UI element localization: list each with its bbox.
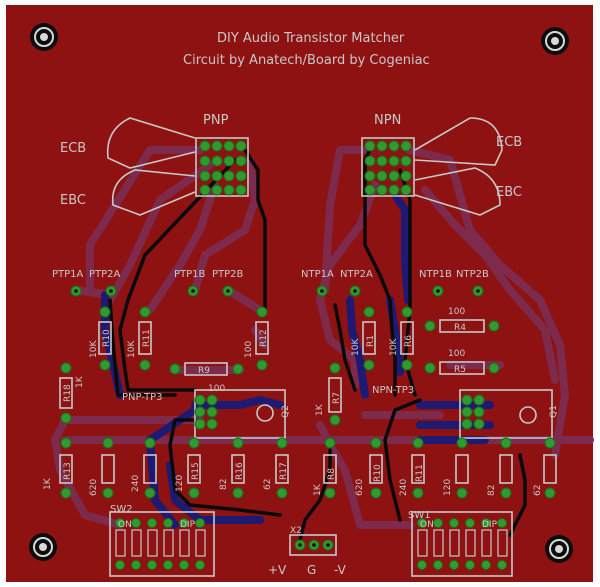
tp-ntp2b: NTP2B (456, 269, 489, 280)
pnp-r16-label: R16 (235, 462, 245, 480)
tp-ptp2b: PTP2B (212, 269, 244, 280)
label-vplus: +V (268, 563, 287, 577)
pads (60, 140, 556, 570)
pnp-1k-b: 1K (43, 477, 53, 490)
npn-r11-label: R11 (415, 464, 425, 482)
tp-ptp1b: PTP1B (174, 269, 206, 280)
mounting-hole-bottom-right (545, 535, 573, 563)
pnp-r12-label: R12 (259, 329, 269, 347)
label-q1: Q1 (549, 405, 559, 418)
npn-10k-a: 10K (351, 338, 361, 356)
pnp-r18-label: R18 (63, 384, 73, 402)
npn-r6-label: R6 (404, 335, 414, 347)
pnp-ecb: ECB (60, 141, 86, 156)
resistor-bodies-vertical (59, 321, 557, 484)
section-pnp: PNP (203, 113, 229, 128)
tp-ptp2a: PTP2A (89, 269, 121, 280)
label-vminus: -V (334, 563, 347, 577)
mounting-hole-top-right (541, 27, 569, 55)
silkscreen-rotated-text: 10K 10K 100 R10 R11 R12 1K R18 1K 620 24… (43, 329, 559, 496)
tp-ptp1a: PTP1A (52, 269, 84, 280)
pnp-620: 620 (89, 479, 99, 496)
label-on-right: ON (420, 520, 434, 530)
npn-socket-pads (364, 140, 412, 196)
board-title: DIY Audio Transistor Matcher (217, 31, 405, 46)
pnp-r11-label: R11 (142, 329, 152, 347)
pnp-240: 240 (131, 475, 141, 492)
pnp-120: 120 (175, 475, 185, 492)
tp-ntp1b: NTP1B (419, 269, 452, 280)
npn-120: 120 (443, 479, 453, 496)
label-pnp-tp3: PNP-TP3 (122, 392, 163, 403)
section-npn: NPN (374, 113, 401, 128)
silkscreen-outlines (106, 117, 553, 577)
npn-r-value-100-a: 100 (448, 307, 465, 317)
pnp-62: 62 (263, 479, 273, 490)
board-subtitle: Circuit by Anatech/Board by Cogeniac (183, 53, 430, 68)
pnp-1k-a: 1K (75, 375, 85, 388)
tp-ntp1a: NTP1A (301, 269, 334, 280)
label-gnd: G (307, 563, 316, 577)
pnp-r17-label: R17 (279, 462, 289, 480)
npn-ebc: EBC (496, 185, 522, 200)
npn-82: 82 (487, 485, 497, 496)
npn-620: 620 (355, 479, 365, 496)
label-sw2: SW2 (110, 504, 133, 515)
label-npn-tp3: NPN-TP3 (372, 385, 414, 396)
sw1-pads (417, 518, 507, 570)
npn-240: 240 (399, 479, 409, 496)
resistor-bodies-horizontal (184, 319, 485, 376)
npn-62: 62 (533, 485, 543, 496)
pnp-r9-label: R9 (198, 366, 210, 376)
pnp-10k-a: 10K (89, 340, 99, 358)
drill-holes (74, 289, 480, 547)
npn-r5-label: R5 (454, 365, 466, 375)
pnp-socket-pads (199, 140, 247, 196)
pnp-100-a: 100 (244, 341, 254, 358)
mounting-hole-top-left (30, 23, 58, 51)
npn-1k-a: 1K (315, 403, 325, 416)
pnp-r9-value: 100 (208, 384, 225, 394)
npn-r-value-100-b: 100 (448, 349, 465, 359)
pnp-r10-label: R10 (102, 329, 112, 347)
label-on-left: ON (118, 520, 132, 530)
npn-r8-label: R8 (327, 468, 337, 480)
label-dip-left: DIP (180, 520, 196, 530)
mounting-hole-bottom-left (29, 533, 57, 561)
pnp-10k-b: 10K (127, 340, 137, 358)
pnp-r13-label: R13 (63, 462, 73, 480)
pnp-ebc: EBC (60, 193, 86, 208)
pnp-82: 82 (219, 479, 229, 490)
label-sw1: SW1 (408, 510, 431, 521)
npn-r10-label: R10 (373, 464, 383, 482)
npn-r4-label: R4 (454, 323, 466, 333)
npn-ecb: ECB (496, 135, 522, 150)
silkscreen-text: DIY Audio Transistor Matcher Circuit by … (52, 31, 522, 577)
label-x2: X2 (290, 526, 302, 536)
label-q2: Q2 (281, 405, 291, 418)
label-dip-right: DIP (482, 520, 498, 530)
npn-1k-b: 1K (313, 483, 323, 496)
sw2-pads (115, 518, 205, 570)
npn-10k-b: 10K (389, 338, 399, 356)
npn-r1-label: R1 (366, 335, 376, 347)
tp-ntp2a: NTP2A (340, 269, 373, 280)
npn-r7-label: R7 (332, 392, 342, 404)
pnp-r15-label: R15 (191, 462, 201, 480)
